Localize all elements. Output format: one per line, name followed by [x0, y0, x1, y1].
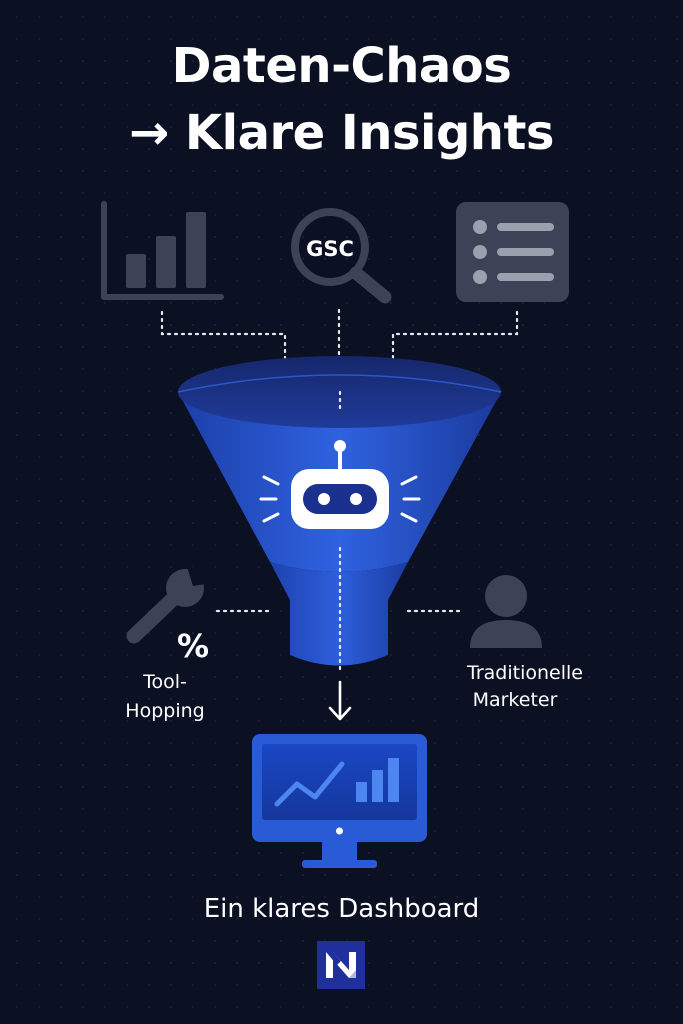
- tool-hopping-label-line-2: Hopping: [125, 700, 205, 722]
- tool-hopping-label-line-1: Tool-: [143, 671, 187, 693]
- wrench-icon: [126, 562, 206, 644]
- output-arrow: [328, 680, 352, 721]
- gsc-label: GSC: [306, 237, 354, 261]
- percent-symbol: %: [176, 627, 210, 665]
- list-icon: [456, 202, 569, 302]
- monitor-dashboard-icon: [252, 734, 427, 868]
- magnifier-icon: GSC: [291, 208, 392, 304]
- person-icon: [470, 575, 542, 648]
- bar-chart-icon: [101, 201, 224, 300]
- traditional-marketers-label-line-1: Traditionelle: [467, 662, 583, 684]
- title-line-2: → Klare Insights: [128, 105, 555, 161]
- robot-icon: [259, 440, 421, 529]
- title-line-1: Daten-Chaos: [171, 38, 512, 94]
- dashboard-caption: Ein klares Dashboard: [203, 894, 480, 924]
- traditional-marketers-label-line-2: Marketer: [472, 689, 558, 711]
- brand-logo-icon: [317, 941, 365, 989]
